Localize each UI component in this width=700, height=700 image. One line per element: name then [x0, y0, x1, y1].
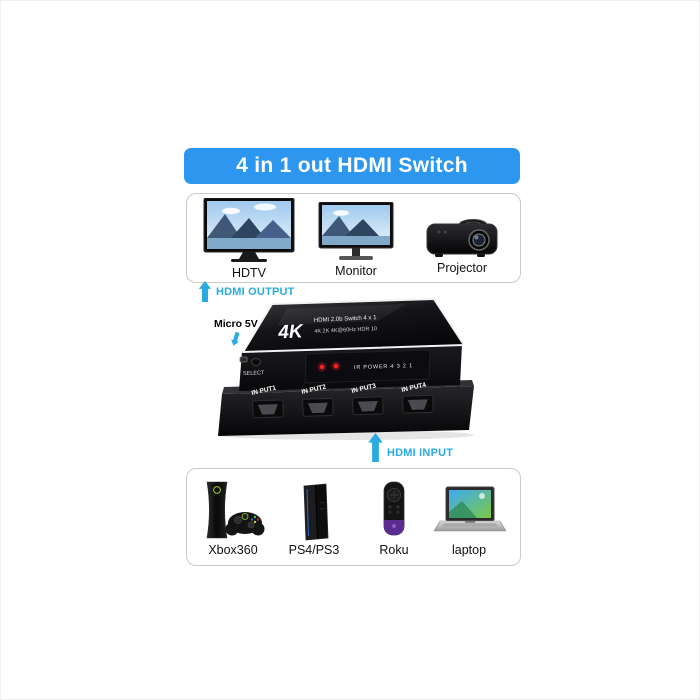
- projector-label: Projector: [436, 261, 488, 275]
- roku-label: Roku: [379, 543, 409, 557]
- select-button: [251, 358, 261, 366]
- hdtv-image: [203, 198, 295, 262]
- output-device-hdtv: HDTV: [203, 198, 295, 280]
- output-device-monitor: Monitor: [317, 202, 395, 278]
- title-banner-text: 4 in 1 out HDMI Switch: [236, 154, 468, 177]
- laptop-image: [433, 486, 506, 532]
- ps4-image: [303, 483, 329, 541]
- input-device-ps4: PS4/PS3: [282, 482, 346, 557]
- hdmi-output-arrow-icon: [198, 281, 212, 302]
- monitor-image: [318, 202, 394, 260]
- xbox360-image: [206, 481, 265, 539]
- title-banner: 4 in 1 out HDMI Switch: [184, 148, 520, 184]
- hdmi-output-label: HDMI OUTPUT: [216, 286, 295, 298]
- switch-front-panel-label: IR POWER 4 3 2 1: [354, 363, 413, 371]
- hdmi-input-label: HDMI INPUT: [387, 447, 454, 459]
- input-device-roku: Roku: [370, 480, 418, 557]
- hdmi-input-ports: [252, 394, 434, 419]
- switch-4k-logo: 4K: [277, 321, 304, 343]
- input-device-xbox360: Xbox360: [197, 480, 269, 557]
- input-device-laptop: laptop: [432, 485, 506, 557]
- switch-top-text-line1: HDMI 2.0b Switch 4 x 1: [314, 315, 378, 324]
- switch-top-text-line2: 4K 2K 4K@60Hz HDR 10: [314, 326, 377, 335]
- ps4-label: PS4/PS3: [288, 543, 340, 557]
- power-led: [319, 364, 325, 370]
- laptop-label: laptop: [451, 543, 487, 557]
- hdtv-label: HDTV: [231, 266, 267, 280]
- projector-image: [426, 219, 498, 257]
- switch-ir-panel: [304, 349, 431, 384]
- switch-select-label: SELECT: [243, 370, 265, 377]
- micro-usb-port: [239, 356, 248, 363]
- micro-5v-arrow-icon: [231, 331, 240, 346]
- monitor-label: Monitor: [335, 264, 377, 278]
- micro-5v-label: Micro 5V: [214, 318, 258, 330]
- hdmi-input-arrow-icon: [368, 433, 383, 462]
- hdmi-switch-image: 4K HDMI 2.0b Switch 4 x 1 4K 2K 4K@60Hz …: [218, 298, 474, 440]
- roku-image: [383, 481, 405, 536]
- xbox360-label: Xbox360: [208, 543, 258, 557]
- input-led: [333, 363, 339, 369]
- output-device-projector: Projector: [421, 210, 503, 275]
